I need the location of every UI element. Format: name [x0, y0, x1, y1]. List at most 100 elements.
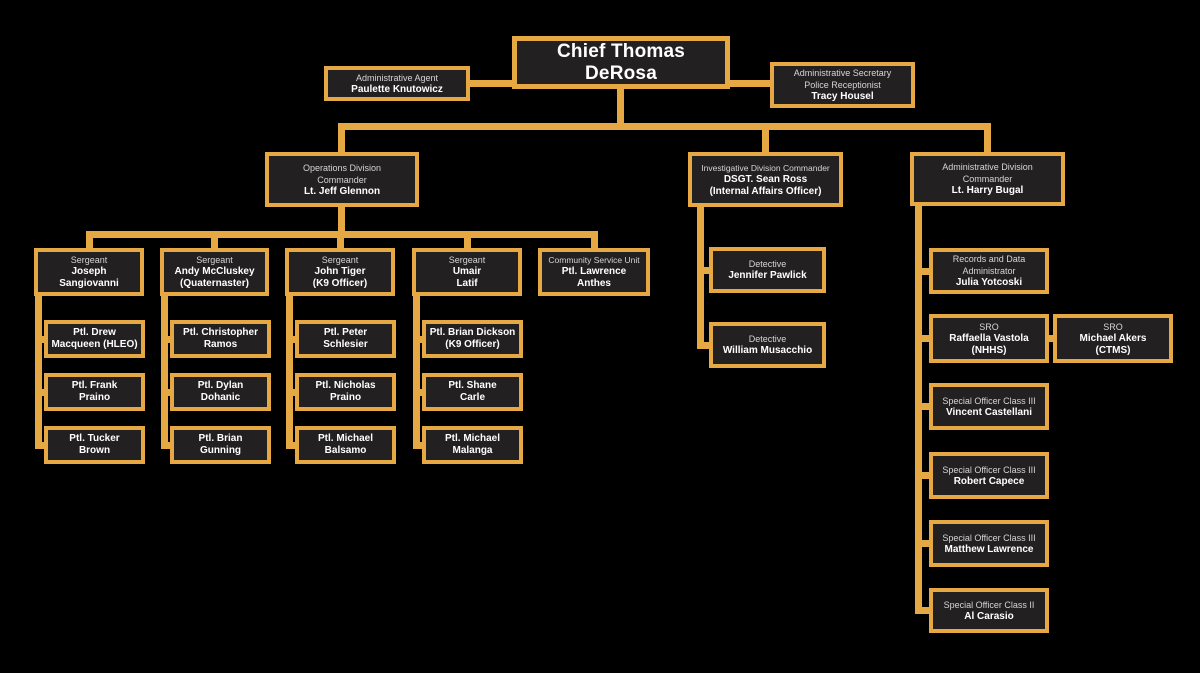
role-title: Special Officer Class III — [942, 395, 1036, 406]
person-name: Balsamo — [324, 445, 367, 456]
box-administrative-secretary: Administrative Secretary Police Receptio… — [770, 62, 915, 108]
connector-investigative-trunk — [697, 207, 704, 349]
person-name: Praino — [78, 392, 111, 403]
connector-sergeant-drop — [464, 238, 471, 248]
person-name: Ptl. Frank — [71, 380, 118, 391]
person-name: Tracy Housel — [811, 91, 874, 102]
connector-admin-stub — [920, 472, 931, 479]
connector-sergeant-drop — [211, 238, 218, 248]
box-officer-brown: Ptl. Tucker Brown — [44, 426, 145, 464]
box-officer-schlesier: Ptl. Peter Schlesier — [295, 320, 396, 358]
person-name: Jennifer Pawlick — [728, 270, 807, 281]
person-name: Ptl. Christopher — [182, 327, 258, 338]
connector-sro-link — [1047, 335, 1055, 342]
connector-squad2-trunk — [161, 296, 168, 449]
person-name: Chief Thomas DeRosa — [556, 40, 686, 84]
person-name: Andy McCluskey — [174, 266, 255, 277]
box-detective-pawlick: Detective Jennifer Pawlick — [709, 247, 826, 293]
role-title: Administrative Agent — [355, 72, 439, 83]
person-name: DSGT. Sean Ross — [723, 173, 808, 185]
role-title: Operations Division — [302, 162, 382, 173]
box-records-administrator: Records and Data Administrator Julia Yot… — [929, 248, 1049, 294]
connector-drop-operations — [338, 130, 345, 152]
person-name: Umair — [452, 266, 482, 277]
box-special-officer-carasio: Special Officer Class II Al Carasio — [929, 588, 1049, 633]
box-sergeant-mccluskey: Sergeant Andy McCluskey (Quaternaster) — [160, 248, 269, 296]
box-special-officer-lawrence: Special Officer Class III Matthew Lawren… — [929, 520, 1049, 567]
person-name: Paulette Knutowicz — [351, 83, 443, 95]
person-name: Dohanic — [200, 392, 241, 403]
connector-admin-stub — [920, 540, 931, 547]
person-name: Michael Akers — [1079, 332, 1147, 344]
box-administrative-agent: Administrative Agent Paulette Knutowicz — [324, 66, 470, 101]
person-name: Ptl. Michael — [444, 433, 500, 444]
role-title: Community Service Unit — [548, 255, 640, 265]
connector-agent-stub — [470, 80, 512, 87]
person-name: Robert Capece — [953, 475, 1025, 487]
person-name: Ptl. Lawrence — [561, 266, 627, 277]
connector-admin-stub — [920, 335, 931, 342]
person-name: (K9 Officer) — [445, 339, 500, 350]
person-name: Lt. Harry Bugal — [951, 185, 1024, 196]
role-title: Special Officer Class II — [943, 599, 1035, 610]
person-name: Carle — [459, 392, 485, 403]
box-operations-commander: Operations Division Commander Lt. Jeff G… — [265, 152, 419, 207]
person-name: Al Carasio — [964, 610, 1014, 622]
box-officer-malanga: Ptl. Michael Malanga — [422, 426, 523, 464]
role-title: SRO — [979, 321, 999, 332]
connector-sergeant-drop — [591, 238, 598, 248]
connector-operations-trunk — [338, 207, 345, 231]
person-name: Sangiovanni — [59, 278, 119, 289]
box-administrative-commander: Administrative Division Commander Lt. Ha… — [910, 152, 1065, 206]
role-title: SRO — [1103, 321, 1123, 332]
person-name: Joseph — [71, 266, 107, 277]
connector-admin-stub — [920, 268, 931, 275]
role-title: Sergeant — [321, 255, 359, 265]
role-title: Special Officer Class III — [942, 532, 1036, 543]
connector-drop-administrative — [984, 130, 991, 152]
box-chief: Chief Thomas DeRosa — [512, 36, 730, 89]
box-special-officer-castellani: Special Officer Class III Vincent Castel… — [929, 383, 1049, 430]
connector-administrative-trunk — [915, 206, 922, 614]
role-title: Detective — [748, 259, 787, 269]
person-name: Ptl. Shane — [448, 380, 497, 391]
person-name: Macqueen (HLEO) — [51, 339, 138, 350]
role-title: Commander — [962, 174, 1013, 184]
box-special-officer-capece: Special Officer Class III Robert Capece — [929, 452, 1049, 499]
person-name: William Musacchio — [722, 345, 813, 356]
box-officer-macqueen: Ptl. Drew Macqueen (HLEO) — [44, 320, 145, 358]
box-community-service-unit: Community Service Unit Ptl. Lawrence Ant… — [538, 248, 650, 296]
connector-detective-stub — [702, 342, 711, 349]
person-name: Ptl. Brian Dickson — [429, 327, 516, 338]
role-title: Sergeant — [70, 255, 108, 265]
connector-sergeants-hbar — [86, 231, 598, 238]
person-name: Gunning — [199, 445, 242, 456]
box-sro-ctms: SRO Michael Akers (CTMS) — [1053, 314, 1173, 363]
person-name: Anthes — [577, 278, 611, 289]
box-sergeant-latif: Sergeant Umair Latif — [412, 248, 522, 296]
box-sergeant-tiger: Sergeant John Tiger (K9 Officer) — [285, 248, 395, 296]
connector-drop-investigative — [762, 130, 769, 152]
role-title: Sergeant — [196, 255, 233, 265]
connector-sergeant-drop — [86, 238, 93, 248]
person-name: Julia Yotcoski — [955, 277, 1023, 288]
person-name: Ptl. Michael — [317, 433, 373, 444]
role-title: Special Officer Class III — [942, 464, 1036, 475]
person-name: Praino — [329, 392, 362, 403]
connector-squad1-trunk — [35, 296, 42, 449]
role-title: Administrative Division — [942, 162, 1033, 172]
person-name: John Tiger — [314, 266, 366, 277]
box-officer-gunning: Ptl. Brian Gunning — [170, 426, 271, 464]
box-sro-nhhs: SRO Raffaella Vastola (NHHS) — [929, 314, 1049, 363]
person-name: Matthew Lawrence — [944, 543, 1034, 555]
role-title: Administrative Secretary — [793, 68, 892, 78]
role-title: Police Receptionist — [804, 80, 881, 90]
person-name: (NHHS) — [971, 344, 1007, 356]
box-officer-n-praino: Ptl. Nicholas Praino — [295, 373, 396, 411]
box-officer-dickson: Ptl. Brian Dickson (K9 Officer) — [422, 320, 523, 358]
person-name: Ptl. Peter — [323, 327, 368, 338]
box-officer-balsamo: Ptl. Michael Balsamo — [295, 426, 396, 464]
box-officer-dohanic: Ptl. Dylan Dohanic — [170, 373, 271, 411]
person-name: Lt. Jeff Glennon — [303, 185, 381, 197]
